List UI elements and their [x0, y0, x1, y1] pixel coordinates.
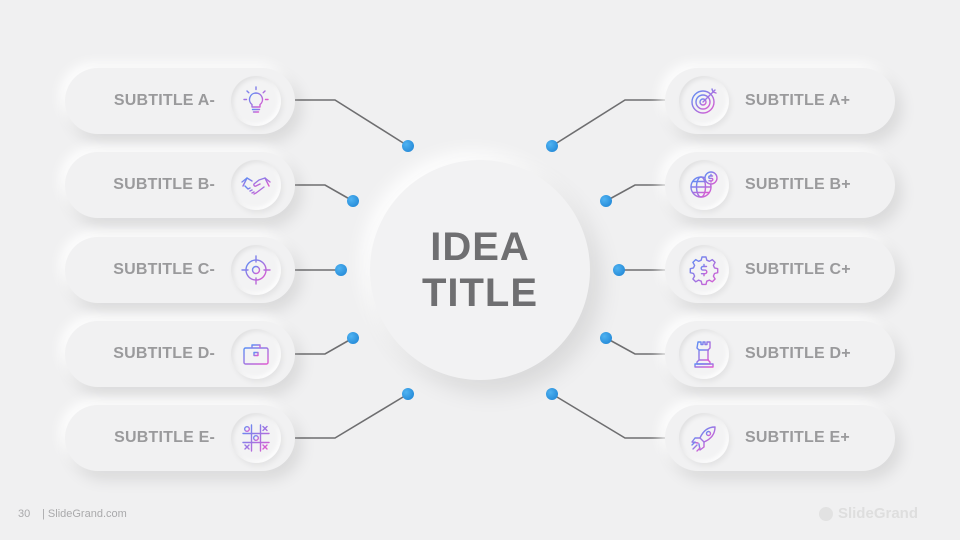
subtitle-b-minus-card: SUBTITLE B- [65, 152, 295, 218]
subtitle-label: SUBTITLE E- [114, 429, 215, 446]
connector-dot [402, 388, 414, 400]
connector-line-d-plus [605, 337, 665, 355]
subtitle-label: SUBTITLE B+ [745, 176, 851, 193]
footer-website: | SlideGrand.com [42, 508, 127, 520]
target-icon [679, 76, 729, 126]
crosshair-icon [231, 245, 281, 295]
subtitle-b-plus-card: SUBTITLE B+ [665, 152, 895, 218]
rocket-icon [679, 413, 729, 463]
subtitle-d-plus-card: SUBTITLE D+ [665, 321, 895, 387]
subtitle-e-plus-card: SUBTITLE E+ [665, 405, 895, 471]
chess-rook-icon [679, 329, 729, 379]
brand-name: SlideGrand [837, 505, 918, 522]
connector-dot [402, 140, 414, 152]
connector-line-b-plus [605, 184, 665, 202]
connector-line-e-plus [551, 393, 665, 439]
connector-line-a-plus [551, 99, 665, 147]
subtitle-label: SUBTITLE C+ [745, 261, 851, 278]
brand-logo: SlideGrand [818, 505, 918, 522]
subtitle-a-plus-card: SUBTITLE A+ [665, 68, 895, 134]
lightbulb-icon [231, 76, 281, 126]
connector-dot [546, 388, 558, 400]
subtitle-label: SUBTITLE D- [113, 345, 215, 362]
connector-line-e-minus [295, 393, 409, 439]
subtitle-label: SUBTITLE B- [113, 176, 215, 193]
subtitle-label: SUBTITLE C- [113, 261, 215, 278]
idea-title-circle: IDEA TITLE [370, 160, 590, 380]
idea-title-line-2: TITLE [421, 271, 539, 315]
connector-line-b-minus [295, 184, 354, 202]
subtitle-a-minus-card: SUBTITLE A- [65, 68, 295, 134]
globe-dollar-icon [679, 160, 729, 210]
handshake-icon [231, 160, 281, 210]
page-number: 30 [18, 508, 31, 520]
subtitle-e-minus-card: SUBTITLE E- [65, 405, 295, 471]
connector-dot [347, 195, 359, 207]
connector-dot [600, 195, 612, 207]
subtitle-label: SUBTITLE D+ [745, 345, 851, 362]
subtitle-label: SUBTITLE A- [113, 92, 215, 109]
subtitle-label: SUBTITLE E+ [745, 429, 850, 446]
subtitle-c-minus-card: SUBTITLE C- [65, 237, 295, 303]
connector-dot [613, 264, 625, 276]
subtitle-c-plus-card: SUBTITLE C+ [665, 237, 895, 303]
connector-dot [546, 140, 558, 152]
connector-dot [335, 264, 347, 276]
connector-dot [347, 332, 359, 344]
connector-line-d-minus [295, 337, 354, 355]
gear-dollar-icon [679, 245, 729, 295]
connector-dot [600, 332, 612, 344]
briefcase-icon [231, 329, 281, 379]
subtitle-d-minus-card: SUBTITLE D- [65, 321, 295, 387]
brand-mark-icon [818, 506, 833, 521]
subtitle-label: SUBTITLE A+ [745, 92, 851, 109]
tic-tac-toe-icon [231, 413, 281, 463]
connector-line-a-minus [295, 99, 409, 147]
idea-title-line-1: IDEA [430, 225, 530, 269]
